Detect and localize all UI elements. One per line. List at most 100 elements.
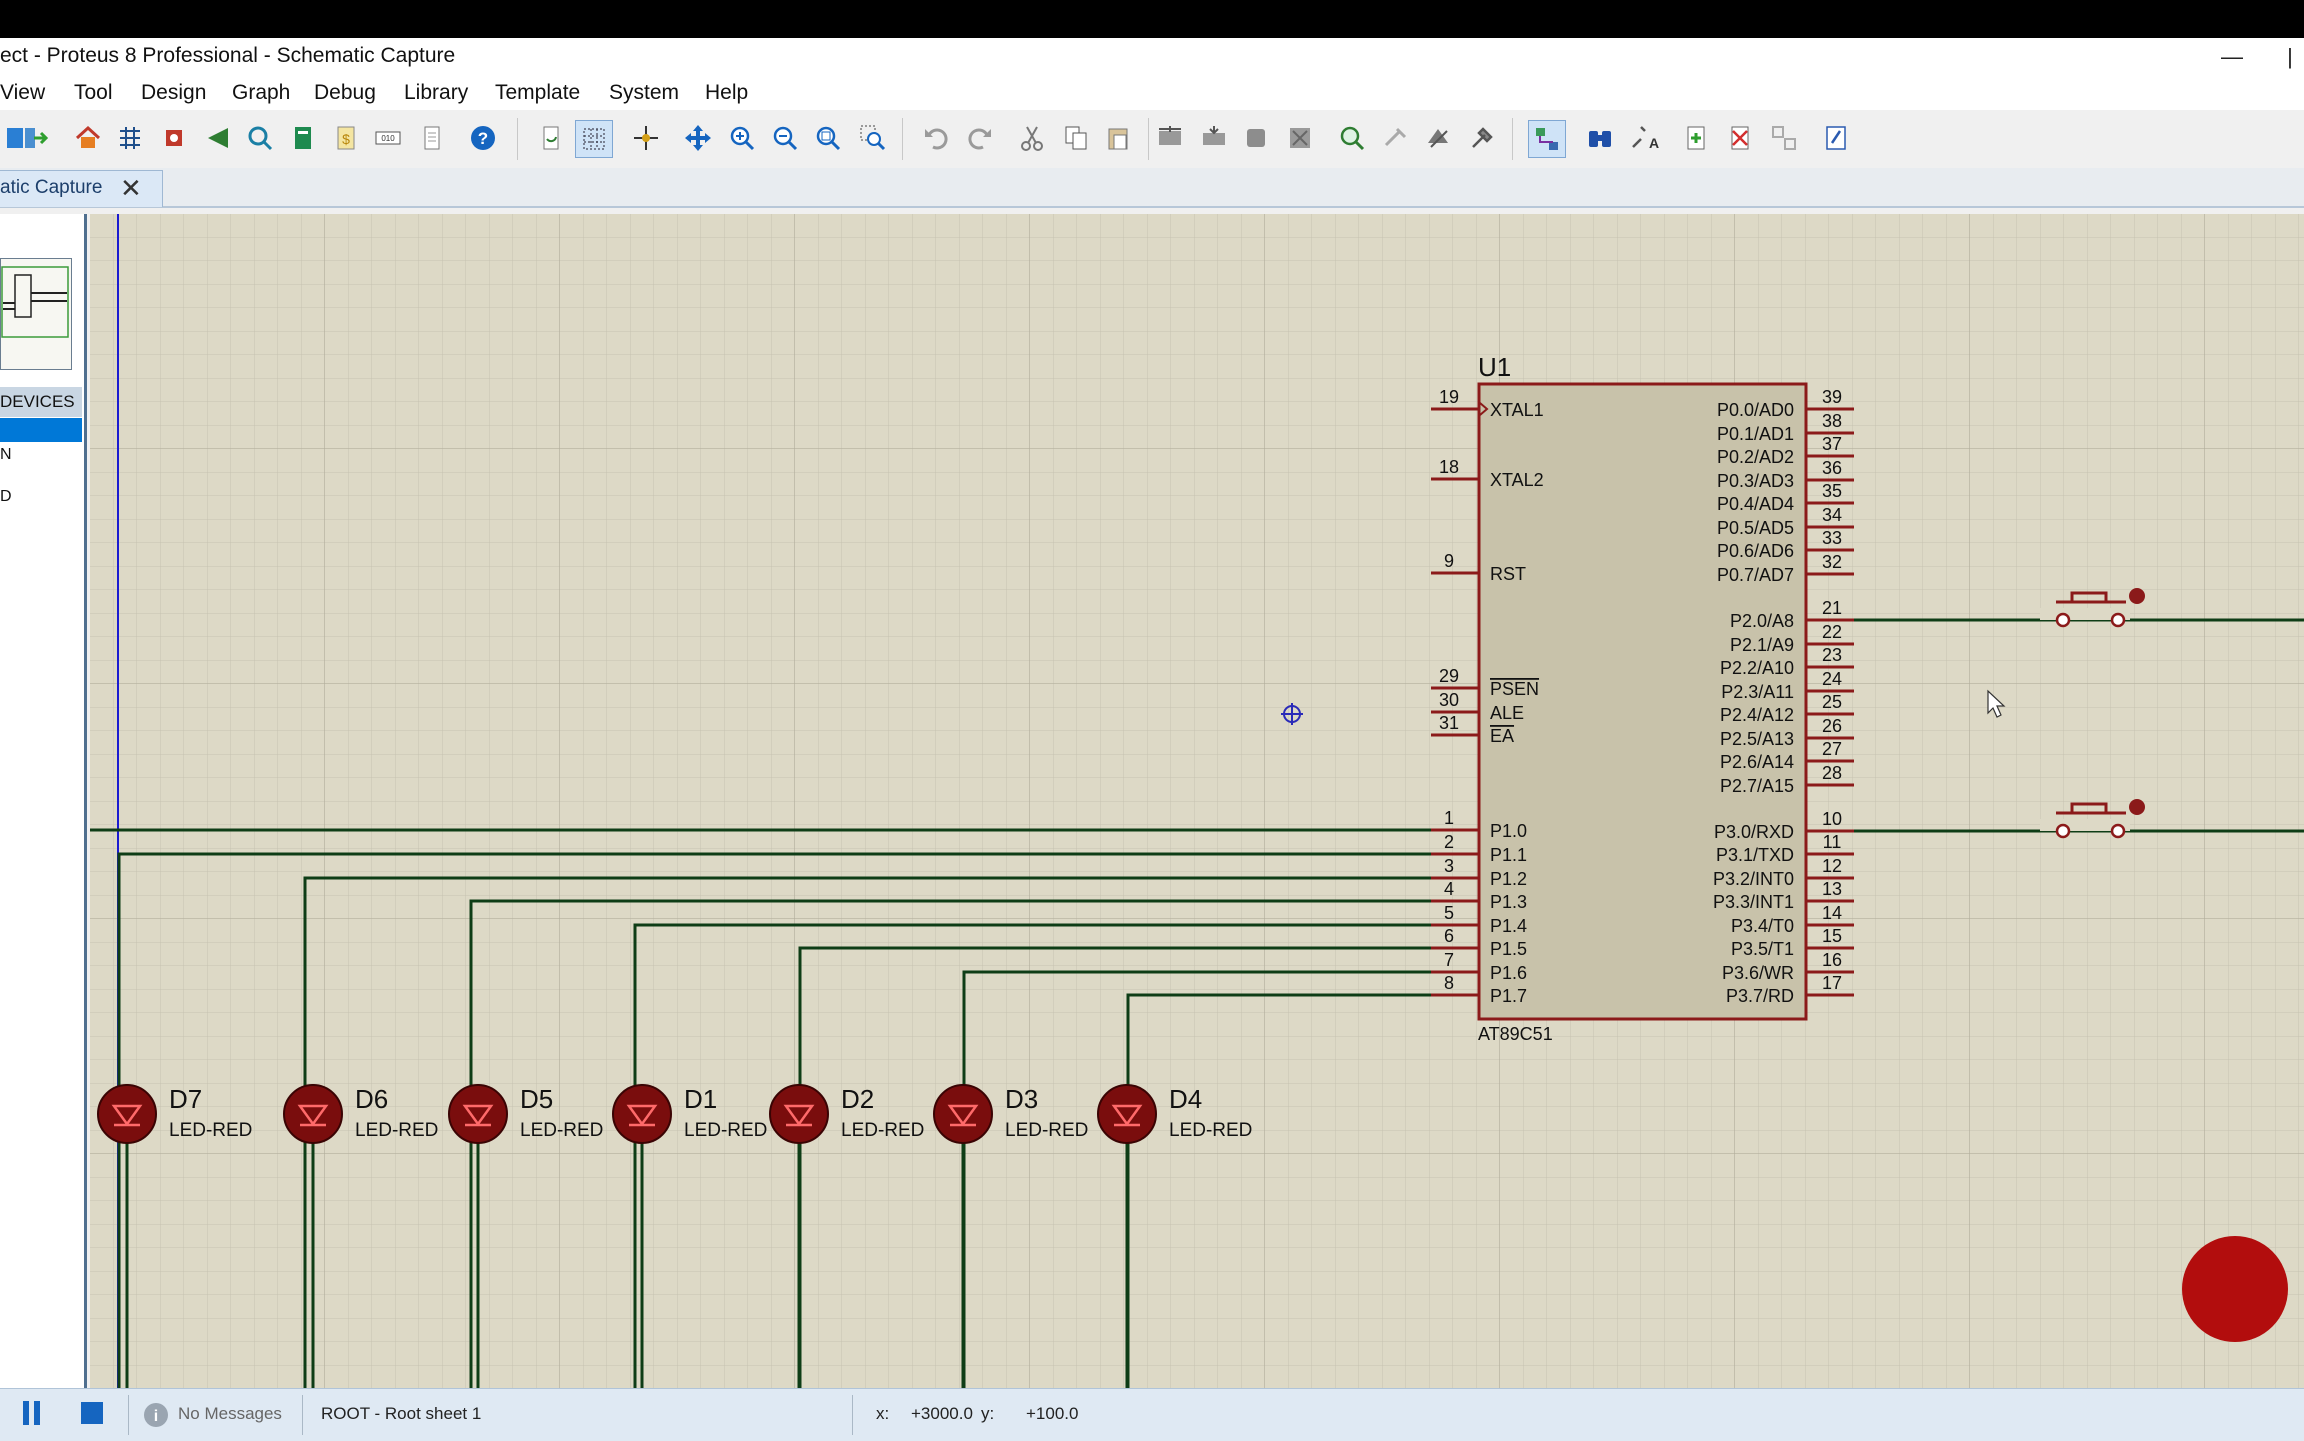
device-list-item[interactable]: D xyxy=(0,488,12,505)
toolbar-separator xyxy=(517,118,518,160)
pause-icon[interactable] xyxy=(14,1395,50,1431)
push-button-2[interactable] xyxy=(1854,799,2304,839)
svg-text:010: 010 xyxy=(381,134,395,143)
zoom-area-icon[interactable] xyxy=(855,120,891,156)
origin-marker-icon xyxy=(1281,703,1303,725)
menu-help[interactable]: Help xyxy=(705,81,749,104)
design-explorer-icon[interactable] xyxy=(285,120,321,156)
menu-bar: View Tool Design Graph Debug Library Tem… xyxy=(0,78,2304,110)
new-sheet-icon[interactable] xyxy=(1678,120,1714,156)
chip-pin-number: 7 xyxy=(1444,950,1454,970)
overview-window[interactable] xyxy=(0,258,72,370)
tab-label: atic Capture xyxy=(0,177,103,198)
zoom-all-icon[interactable] xyxy=(810,120,846,156)
false-origin-icon[interactable] xyxy=(628,120,664,156)
push-button-1[interactable] xyxy=(1854,588,2304,628)
maximize-button[interactable]: | xyxy=(2287,44,2293,69)
x-coordinate-label: x: xyxy=(876,1404,890,1423)
chip-pin-name: P3.5/T1 xyxy=(1731,939,1794,959)
exit-icon[interactable] xyxy=(18,120,54,156)
redo-icon[interactable] xyxy=(962,120,998,156)
pan-icon[interactable] xyxy=(680,120,716,156)
menu-tool[interactable]: Tool xyxy=(74,81,113,104)
led-ref-label: D7 xyxy=(169,1084,202,1114)
device-list-item[interactable]: N xyxy=(0,446,12,463)
chip-pin-number: 17 xyxy=(1822,973,1842,993)
chip-pin-number: 34 xyxy=(1822,505,1842,525)
menu-debug[interactable]: Debug xyxy=(314,81,376,104)
tab-close-icon[interactable]: ✕ xyxy=(120,173,142,203)
status-separator xyxy=(302,1395,303,1435)
chip-pin-name: P3.0/RXD xyxy=(1714,822,1794,842)
messages-status[interactable]: No Messages xyxy=(178,1404,282,1423)
bill-of-materials-icon[interactable]: $ xyxy=(328,120,364,156)
make-device-icon[interactable] xyxy=(1378,120,1414,156)
source-code-icon[interactable]: 010 xyxy=(370,120,406,156)
minimize-button[interactable]: — xyxy=(2221,44,2243,69)
svg-text:i: i xyxy=(154,1408,158,1425)
svg-text:$: $ xyxy=(342,131,350,147)
help-icon[interactable]: ? xyxy=(465,120,501,156)
menu-graph[interactable]: Graph xyxy=(232,81,291,104)
menu-view[interactable]: View xyxy=(0,81,46,104)
menu-library[interactable]: Library xyxy=(404,81,469,104)
chip-pin-name: P2.5/A13 xyxy=(1720,729,1794,749)
chip-pin-name: P0.6/AD6 xyxy=(1717,541,1794,561)
undo-icon[interactable] xyxy=(918,120,954,156)
stop-icon[interactable] xyxy=(74,1395,110,1431)
pcb-layout-icon[interactable] xyxy=(156,120,192,156)
design-rule-check-icon[interactable] xyxy=(1818,120,1854,156)
exit-to-parent-icon[interactable] xyxy=(1766,120,1802,156)
chip-pin-name: XTAL2 xyxy=(1490,470,1544,490)
menu-template[interactable]: Template xyxy=(495,81,581,104)
schematic-icon[interactable] xyxy=(112,120,148,156)
schematic-drawing[interactable]: U1AT89C5119XTAL118XTAL29RST29PSEN30ALE31… xyxy=(90,214,2304,1388)
chip-pin-name: ALE xyxy=(1490,703,1524,723)
tab-schematic-capture[interactable]: atic Capture ✕ xyxy=(0,170,163,207)
block-copy-icon[interactable] xyxy=(1152,120,1188,156)
chip-pin-name: PSEN xyxy=(1490,679,1539,699)
3d-viewer-icon[interactable] xyxy=(200,120,236,156)
packaging-tool-icon[interactable] xyxy=(1420,120,1456,156)
menu-design[interactable]: Design xyxy=(141,81,207,104)
copy-icon[interactable] xyxy=(1058,120,1094,156)
pick-device-icon[interactable] xyxy=(1334,120,1370,156)
search-tag-icon[interactable] xyxy=(1582,120,1618,156)
block-move-icon[interactable] xyxy=(1196,120,1232,156)
zoom-in-icon[interactable] xyxy=(724,120,760,156)
remove-sheet-icon[interactable] xyxy=(1722,120,1758,156)
paste-icon[interactable] xyxy=(1100,120,1136,156)
new-project-icon[interactable] xyxy=(0,120,36,156)
wire-autorouter-icon[interactable] xyxy=(1528,120,1566,158)
chip-pin-number: 19 xyxy=(1439,387,1459,407)
chip-pin-name: P2.3/A11 xyxy=(1721,682,1794,702)
led-value-label: LED-RED xyxy=(1169,1120,1252,1141)
block-rotate-icon[interactable] xyxy=(1238,120,1274,156)
gerber-viewer-icon[interactable] xyxy=(242,120,278,156)
refresh-icon[interactable] xyxy=(533,120,569,156)
menu-system[interactable]: System xyxy=(609,81,680,104)
zoom-out-icon[interactable] xyxy=(767,120,803,156)
status-separator xyxy=(128,1395,129,1435)
decompose-icon[interactable] xyxy=(1464,120,1500,156)
property-assignment-icon[interactable]: A xyxy=(1626,120,1662,156)
cut-icon[interactable] xyxy=(1014,120,1050,156)
chip-pin-name: P1.2 xyxy=(1490,869,1527,889)
home-icon[interactable] xyxy=(70,120,106,156)
chip-pin-number: 14 xyxy=(1822,903,1842,923)
led-ref-label: D5 xyxy=(520,1084,553,1114)
chip-pin-number: 30 xyxy=(1439,690,1459,710)
notes-icon[interactable] xyxy=(414,120,450,156)
block-delete-icon[interactable] xyxy=(1282,120,1318,156)
toggle-grid-icon[interactable] xyxy=(575,120,613,158)
devices-header: DEVICES xyxy=(0,387,82,417)
device-list-selected-item[interactable] xyxy=(0,418,82,442)
